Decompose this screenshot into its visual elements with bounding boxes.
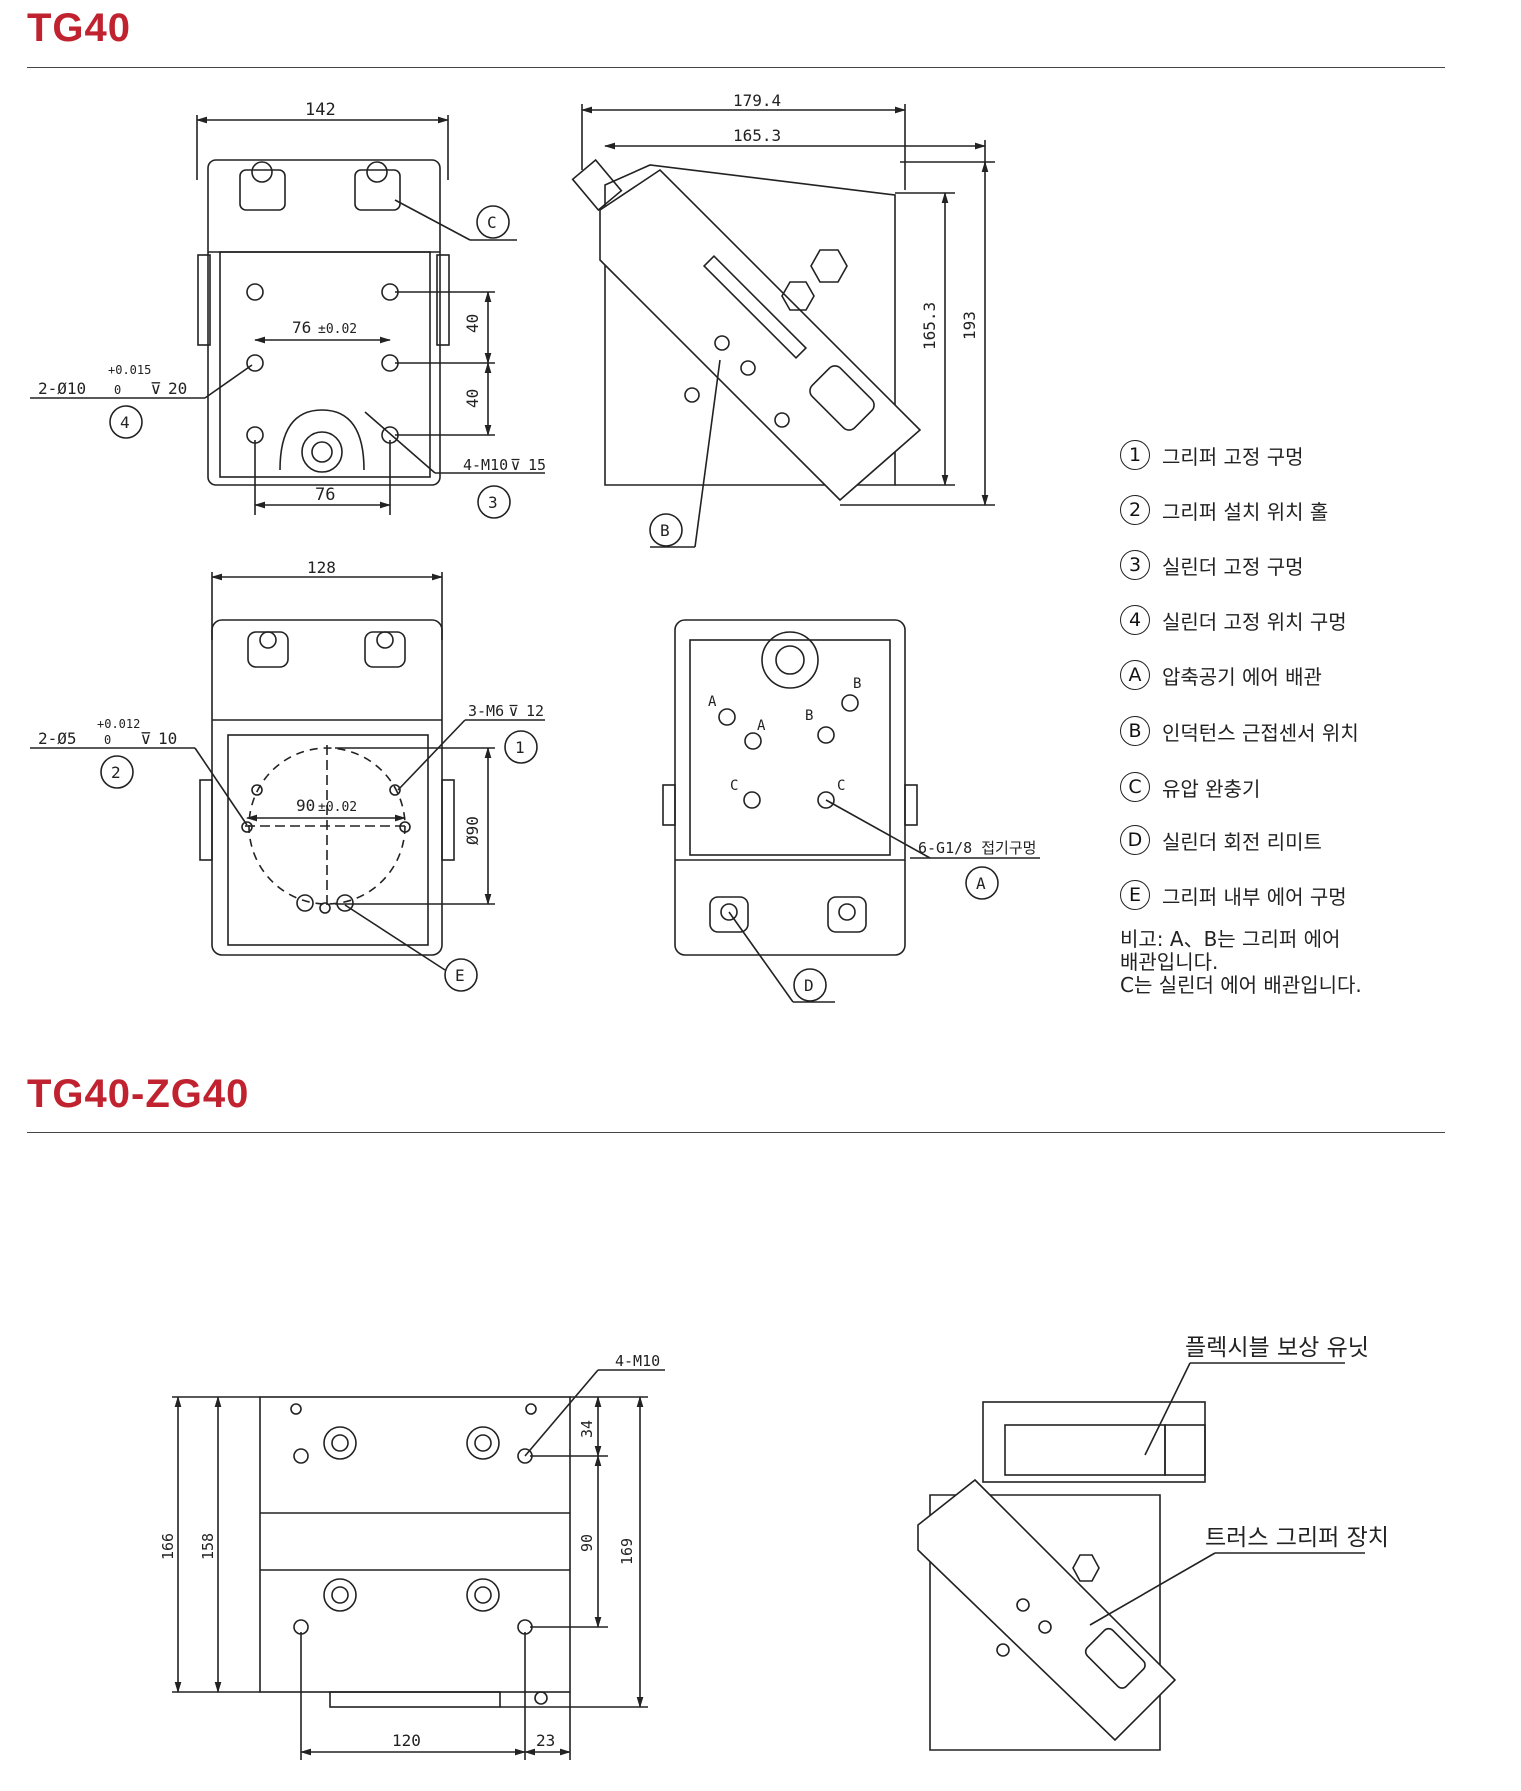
section-divider xyxy=(27,67,1445,68)
legend-marker: D xyxy=(1120,825,1150,855)
callout-letter: C xyxy=(487,213,497,232)
assembly-view xyxy=(917,1362,1365,1751)
legend-note: 비고: A、B는 그리퍼 에어 배관입니다. C는 실린더 에어 배관입니다. xyxy=(1120,927,1362,997)
legend-text: 그리퍼 내부 에어 구멍 xyxy=(1162,884,1347,909)
section-divider xyxy=(27,1132,1445,1133)
dim-label: Ø90 xyxy=(463,816,482,845)
port-label: B xyxy=(805,708,813,724)
legend-marker: A xyxy=(1120,660,1150,690)
depth-symbol: ⊽ xyxy=(150,379,162,398)
callout-letter: 3 xyxy=(488,493,498,512)
legend-item: 4 실린더 고정 위치 구멍 xyxy=(1120,605,1347,635)
dim-label: 193 xyxy=(960,311,979,340)
depth-symbol: ⊽ xyxy=(510,456,521,474)
callout-letter: 2 xyxy=(111,763,121,782)
dim-label: 76 xyxy=(315,485,335,505)
hole-depth: 20 xyxy=(168,379,187,398)
tap-spec: 4-M10 xyxy=(463,456,508,474)
callout-letter: E xyxy=(455,966,465,985)
legend-text: 압축공기 에어 배관 xyxy=(1162,664,1322,689)
dim-label: 179.4 xyxy=(733,91,781,110)
legend-item: B 인덕턴스 근접센서 위치 xyxy=(1120,716,1359,746)
legend-item: D 실린더 회전 리미트 xyxy=(1120,825,1322,855)
hole-spec: 2-Ø5 xyxy=(38,729,77,748)
dim-tolerance: ±0.02 xyxy=(318,800,357,815)
dim-label: 76 xyxy=(292,318,311,337)
callout-letter: B xyxy=(660,521,670,540)
hole-tolerance-lower: 0 xyxy=(104,733,111,747)
legend-marker: 3 xyxy=(1120,550,1150,580)
legend-text: 실린더 고정 위치 구멍 xyxy=(1162,609,1347,634)
dim-label: 90 xyxy=(578,1534,596,1552)
legend-text: 유압 완충기 xyxy=(1162,776,1261,801)
legend-marker: C xyxy=(1120,772,1150,802)
tap-spec: 3-M6 xyxy=(468,702,504,720)
legend-text: 그리퍼 고정 구멍 xyxy=(1162,444,1304,469)
side-view xyxy=(571,104,995,548)
dim-label: 165.3 xyxy=(733,126,781,145)
callout-letter: 4 xyxy=(120,413,130,432)
dim-label: 120 xyxy=(392,1731,421,1750)
hole-tolerance-lower: 0 xyxy=(114,383,121,397)
dim-label: 90 xyxy=(296,796,315,815)
legend-marker: E xyxy=(1120,880,1150,910)
depth-symbol: ⊽ xyxy=(508,702,519,720)
bottom-view xyxy=(30,572,545,992)
rear-view xyxy=(662,619,1040,1003)
hole-spec: 2-Ø10 xyxy=(38,379,86,398)
port-label: A xyxy=(757,718,766,734)
port-label: A xyxy=(708,694,717,710)
callout-letter: 1 xyxy=(515,738,525,757)
port-spec: 6-G1/8 접기구멍 xyxy=(918,839,1036,857)
section-title-tg40-zg40: TG40-ZG40 xyxy=(27,1072,250,1116)
legend-text: 실린더 회전 리미트 xyxy=(1162,829,1322,854)
legend-text: 실린더 고정 구멍 xyxy=(1162,554,1304,579)
dim-label: 23 xyxy=(536,1731,555,1750)
section-title-tg40: TG40 xyxy=(27,6,132,50)
callout-letter: D xyxy=(804,976,814,995)
tap-depth: 15 xyxy=(528,456,546,474)
dim-label: 169 xyxy=(618,1538,636,1565)
dim-label: 34 xyxy=(578,1420,596,1438)
tap-depth: 12 xyxy=(526,702,544,720)
label-flexible-unit: 플렉시블 보상 유닛 xyxy=(1185,1335,1369,1361)
legend-item: 2 그리퍼 설치 위치 홀 xyxy=(1120,495,1328,525)
legend-text: 인덕턴스 근접센서 위치 xyxy=(1162,720,1359,745)
dim-label: 166 xyxy=(159,1533,177,1560)
legend-item: A 압축공기 에어 배관 xyxy=(1120,660,1322,690)
dim-label: 40 xyxy=(463,314,482,333)
legend-marker: 2 xyxy=(1120,495,1150,525)
label-truss-gripper: 트러스 그리퍼 장치 xyxy=(1205,1525,1389,1551)
dim-label: 128 xyxy=(307,558,336,577)
dim-label: 40 xyxy=(463,389,482,408)
front-view xyxy=(30,115,545,519)
legend-text: 그리퍼 설치 위치 홀 xyxy=(1162,499,1329,524)
port-label: C xyxy=(837,778,845,794)
legend-item: C 유압 완충기 xyxy=(1120,772,1260,802)
plate-view xyxy=(172,1369,665,1760)
dim-label: 142 xyxy=(305,100,336,120)
hole-tolerance-upper: +0.012 xyxy=(97,717,140,731)
legend-marker: 4 xyxy=(1120,605,1150,635)
legend-marker: B xyxy=(1120,716,1150,746)
legend-item: 1 그리퍼 고정 구멍 xyxy=(1120,440,1304,470)
tap-spec: 4-M10 xyxy=(615,1352,660,1370)
port-label: B xyxy=(853,676,861,692)
dim-label: 158 xyxy=(199,1533,217,1560)
hole-depth: 10 xyxy=(158,729,177,748)
hole-tolerance-upper: +0.015 xyxy=(108,363,151,377)
dim-label: 165.3 xyxy=(920,302,939,350)
callout-letter: A xyxy=(976,874,986,893)
port-label: C xyxy=(730,778,738,794)
legend-item: 3 실린더 고정 구멍 xyxy=(1120,550,1304,580)
dim-tolerance: ±0.02 xyxy=(318,322,357,337)
legend-item: E 그리퍼 내부 에어 구멍 xyxy=(1120,880,1347,910)
legend-marker: 1 xyxy=(1120,440,1150,470)
depth-symbol: ⊽ xyxy=(140,729,152,748)
